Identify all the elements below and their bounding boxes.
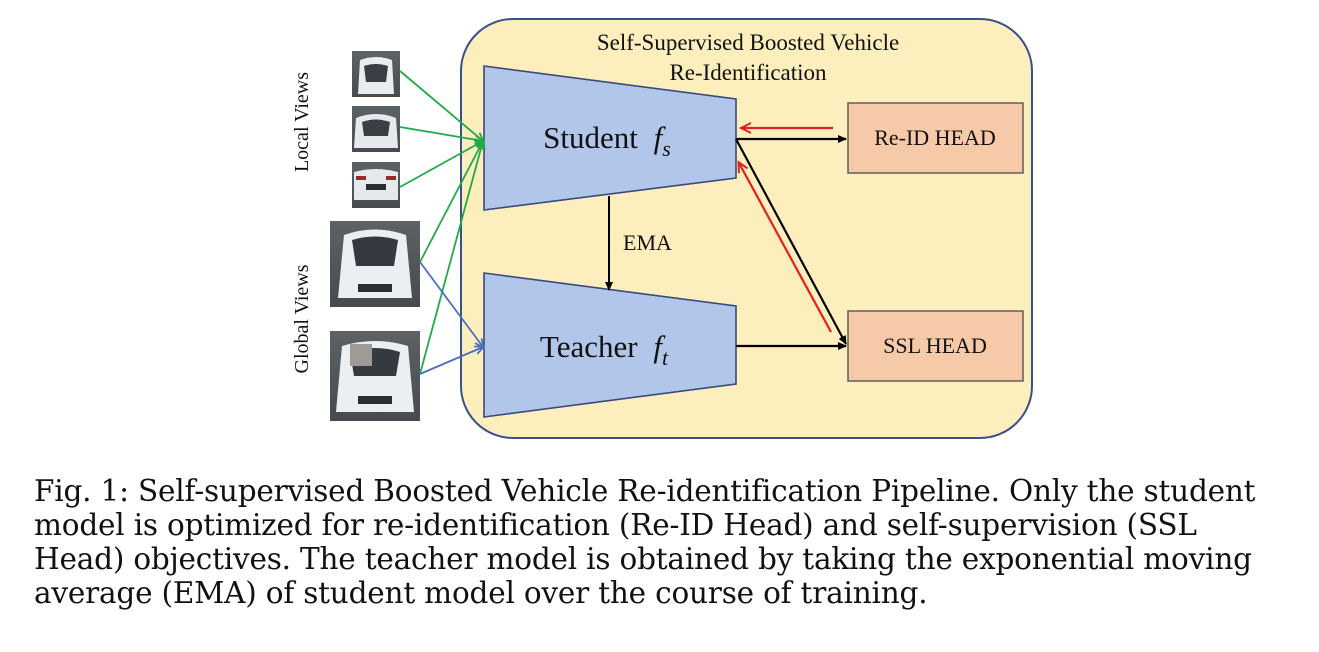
student-to-ssl-arrow bbox=[735, 138, 847, 345]
teacher-sub: t bbox=[662, 345, 669, 370]
student-label: Student fs bbox=[543, 120, 671, 161]
ssl-gradient-arrow bbox=[739, 163, 832, 333]
views-to-student-arrows bbox=[399, 70, 483, 375]
panel-title-line1: Self-Supervised Boosted Vehicle bbox=[597, 30, 899, 55]
ema-label: EMA bbox=[623, 230, 672, 255]
student-model bbox=[483, 65, 737, 211]
local-views-label: Local Views bbox=[291, 72, 313, 172]
global-views-label: Global Views bbox=[291, 264, 313, 373]
reid-head-label: Re-ID HEAD bbox=[874, 125, 996, 150]
ssl-head-box bbox=[847, 310, 1024, 382]
global-view-1 bbox=[330, 221, 420, 307]
local-view-2 bbox=[352, 106, 400, 152]
local-view-3 bbox=[352, 162, 400, 208]
figure-caption: Fig. 1: Self-supervised Boosted Vehicle … bbox=[34, 474, 1256, 610]
ssl-head-label: SSL HEAD bbox=[883, 333, 987, 358]
student-label-text: Student bbox=[543, 120, 638, 155]
panel-title-line2: Re-Identification bbox=[669, 60, 827, 85]
teacher-label: Teacher ft bbox=[540, 329, 669, 370]
pipeline-diagram: Self-Supervised Boosted Vehicle Re-Ident… bbox=[291, 18, 1033, 439]
global-view-2 bbox=[330, 331, 420, 421]
local-view-1 bbox=[352, 51, 400, 97]
reid-head-box bbox=[847, 102, 1024, 174]
global-to-teacher-arrows bbox=[419, 261, 483, 375]
teacher-model bbox=[483, 272, 737, 418]
student-sub: s bbox=[662, 136, 671, 161]
teacher-label-text: Teacher bbox=[540, 329, 638, 364]
